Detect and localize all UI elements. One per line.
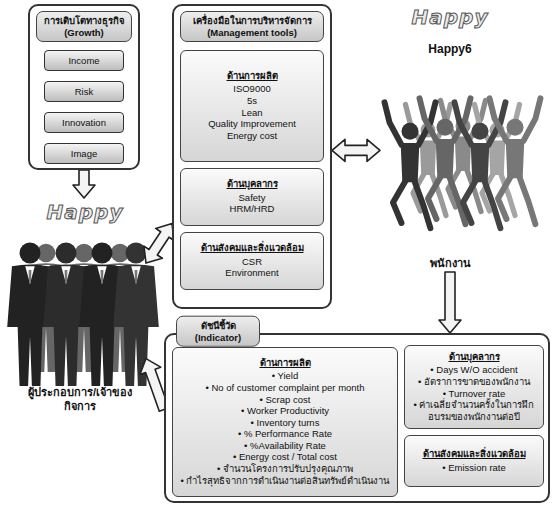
list-item: • Scrap cost [177,394,393,406]
factor-box: Image [44,143,124,164]
factor-box: Risk [44,81,124,102]
panel-heading: การเติบโตทางธุรกิจ (Growth) [36,11,132,42]
group-heading: ด้านสังคมและสิ่งแวดล้อม [409,448,539,460]
list-item: Safety [185,192,319,204]
box-label: Risk [48,86,120,98]
factor-box: Income [44,50,124,71]
employees-figure: Happy6 พนักงาน [380,40,520,272]
block-arrow [332,139,380,161]
list-item: • ค่าเฉลี่ยจำนวนครั้งในการฝึกอบรมของพนัก… [409,399,539,422]
list-item: • % Performance Rate [177,428,393,440]
box-label: Income [48,55,120,67]
arrow-outline [73,170,95,198]
arrow-outline [439,272,461,333]
list-item: • Emission rate [409,462,539,474]
panel-heading: ดัชนีชี้วัด (Indicator) [176,316,260,347]
list-item: • กำไรสุทธิจากการดำเนินงานต่อสินทรัพย์ดำ… [177,475,393,487]
group-heading: ด้านสังคมและสิ่งแวดล้อม [185,242,319,254]
list-item: • อัตราการขาดของพนักงาน [409,376,539,388]
list-item: • Energy cost / Total cost [177,451,393,463]
list-item: 5s [185,95,319,107]
box-label: Image [48,148,120,160]
list-item: Quality Improvement [185,118,319,130]
employees-people [385,98,541,228]
tools-panel: เครื่องมือในการบริหารจัดการ (Management … [172,4,332,309]
tool-group: ด้านบุคลากร SafetyHRM/HRD [180,168,324,226]
group-heading: ด้านบุคลากร [185,178,319,190]
list-item: • Days W/O accident [409,364,539,376]
tool-group: ด้านการผลิตISO90005sLeanQuality Improvem… [180,50,324,162]
block-arrow [144,224,174,264]
list-item: • Turnover rate [409,388,539,400]
list-item: • Yield [177,370,393,382]
list-item: • จำนวนโครงการปรับปรุงคุณภาพ [177,463,393,475]
list-item: • No of customer complaint per month [177,382,393,394]
indicator-group: ด้านบุคลากร• Days W/O accident• อัตราการ… [404,345,544,429]
list-item: ISO9000 [185,83,319,95]
factor-box: Innovation [44,112,124,133]
figure-label: ผู้ประกอบการ/เจ้าของกิจการ [24,386,136,413]
list-item: • Inventory turns [177,417,393,429]
list-item: CSR [185,256,319,268]
growth-panel: การเติบโตทางธุรกิจ (Growth) IncomeRiskInn… [28,4,140,170]
list-item: Lean [185,107,319,119]
list-item: Energy cost [185,130,319,142]
panel-heading: เครื่องมือในการบริหารจัดการ (Management … [180,11,324,42]
arrow-outline [144,224,174,264]
logo-text: Happy [395,6,505,28]
list-item: • %Availability Rate [177,440,393,452]
list-item: HRM/HRD [185,203,319,215]
person [490,98,541,224]
box-label: Innovation [48,117,120,129]
logo-text: Happy [30,201,140,223]
group-heading: ด้านการผลิต [185,70,319,82]
list-item: • Worker Productivity [177,405,393,417]
owners-figure: ผู้ประกอบการ/เจ้าของกิจการ [22,198,146,415]
group-heading: ด้านบุคลากร [409,351,539,363]
list-item: Environment [185,267,319,279]
owners-people [7,243,159,386]
indicator-group: ด้านสังคมและสิ่งแวดล้อม • Emission rate [404,435,544,487]
group-heading: ด้านการผลิต [177,357,393,369]
indicator-group: ด้านการผลิต• Yield• No of customer compl… [172,347,398,497]
indicator-panel: ดัชนีชี้วัด (Indicator)ด้านการผลิต• Yiel… [164,333,550,503]
block-arrow [439,272,461,333]
tool-group: ด้านสังคมและสิ่งแวดล้อม CSREnvironment [180,232,324,290]
arrow-outline [332,139,380,161]
figure-label: พนักงาน [430,257,471,270]
figure-label: Happy6 [428,42,471,57]
block-arrow [73,170,95,198]
